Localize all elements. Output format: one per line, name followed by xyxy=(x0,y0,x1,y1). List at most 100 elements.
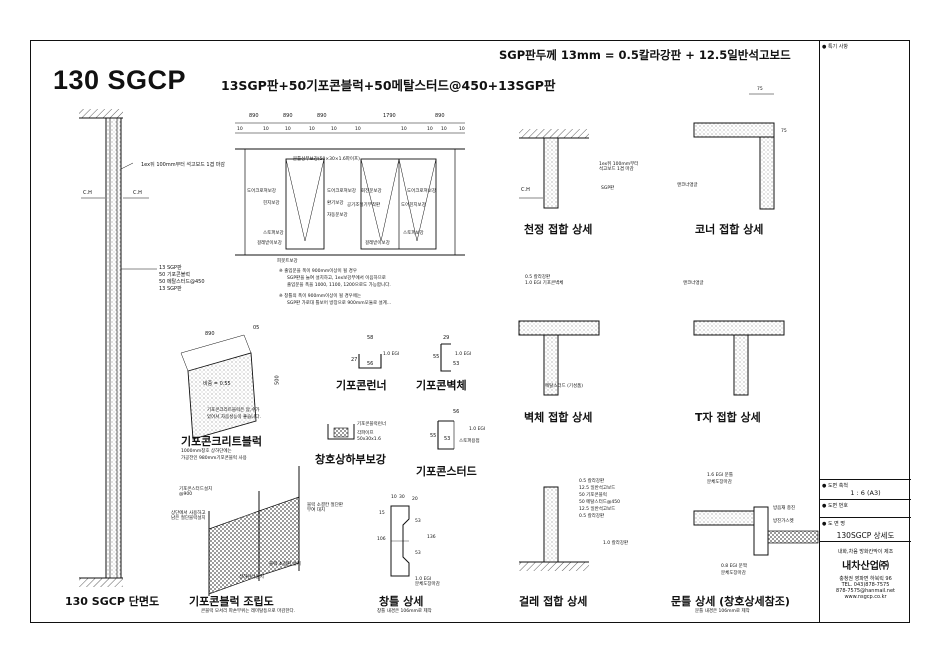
wall-joint-view xyxy=(518,320,600,396)
page-title: 130 SGCP xyxy=(53,65,187,95)
section-view xyxy=(79,109,157,587)
wall-title: 기포콘벽체 xyxy=(416,379,467,392)
stud-title: 기포콘스터드 xyxy=(416,465,477,478)
door-note-5: 0.8 EGI 문짝 xyxy=(721,564,747,569)
elev-sub-3: 10 xyxy=(285,127,291,132)
wf-dim-7: 53 xyxy=(415,551,421,556)
section-layer-2: 50 기포콘블럭 xyxy=(159,272,190,278)
elev-label-2: 도어크로져보강 xyxy=(247,189,276,194)
elev-note-3: 출입문을 폭을 1000, 1100, 1200으로도 가능합니다. xyxy=(287,283,391,288)
winreinf-item-1: 기포콘블럭런너 xyxy=(357,422,386,427)
section-ch-right: C.H xyxy=(133,190,142,196)
tb-special-label: ● 특기 사항 xyxy=(822,44,848,50)
elev-label-12: 걸레받이보강 xyxy=(365,241,390,246)
wf-dim-2: 30 xyxy=(399,495,405,500)
elev-label-8: 스토퍼보강 xyxy=(263,231,284,236)
wall-joint-title: 벽체 접합 상세 xyxy=(524,411,593,424)
elev-label-3: 힌지보강 xyxy=(263,201,280,206)
block-thickness: 05 xyxy=(253,325,260,331)
wj-note-2: 1.0 EGI 기포콘벽체 xyxy=(525,281,564,286)
elev-sub-2: 10 xyxy=(263,127,269,132)
block-height: 500 xyxy=(274,375,281,385)
tee-note: 앤코너앵글 xyxy=(683,281,704,286)
wf-gauge: 1.0 EGI 분체도장마감 xyxy=(415,577,440,588)
drawing-linework xyxy=(79,93,819,596)
page-subtitle: 13SGP판+50기포콘블럭+50메탈스터드@450+13SGP판 xyxy=(221,78,556,93)
runner-w: 58 xyxy=(367,335,374,341)
tb-email: 878-7575@hanmail.net xyxy=(836,588,895,594)
elev-sub-4: 10 xyxy=(309,127,315,132)
elev-label-6: 환기보강 xyxy=(327,201,344,206)
elev-note-2: SGP판을 늘여 설치하고, 1ex보강부에서 이음하므로 xyxy=(287,276,386,281)
tb-scale: ● 도면 축척 1 : 6 (A3) xyxy=(820,479,911,499)
bb-layer-4: 50 메탈스터드@450 xyxy=(579,500,620,505)
wf-title: 창틀 상세 xyxy=(379,595,424,608)
door-note-4: 방진가스켓 xyxy=(773,519,794,524)
wall-inner: 53 xyxy=(453,361,460,367)
tee-joint-view xyxy=(693,320,785,396)
baseboard-title: 걸레 접합 상세 xyxy=(519,595,588,608)
concrete-block xyxy=(180,334,257,440)
elev-label-4: 도어크로져보강 xyxy=(327,189,356,194)
corner-title: 코너 접합 상세 xyxy=(695,223,764,236)
runner-profile xyxy=(358,354,382,369)
tb-company-desc: 내화,차음 방화칸막이 제조 xyxy=(837,549,894,555)
ceiling-title: 천정 접합 상세 xyxy=(524,223,593,236)
section-layer-4: 13 SGP판 xyxy=(159,286,182,292)
corner-dim1: 75 xyxy=(757,87,763,92)
tb-company-name: 내차산업㈜ xyxy=(842,561,889,572)
elev-note-1: ※ 출입문을 폭이 900mm이상이 될 경우 xyxy=(279,269,357,274)
winreinf-item-3: 50x30x1.6 xyxy=(357,437,381,442)
assembly-view xyxy=(208,466,300,596)
wf-dim-5: 106 xyxy=(377,537,386,542)
stud-h: 55 xyxy=(430,433,437,439)
assembly-label-1: 기포콘스터드설치 @900 xyxy=(179,487,213,498)
wall-profile xyxy=(440,343,451,372)
assembly-footnote: 콘블럭 모서리 파손부위는 레미탈등으로 마감한다. xyxy=(201,609,296,614)
spec-line: SGP판두께 13mm = 0.5칼라강판 + 12.5일반석고보드 xyxy=(499,48,791,62)
door-title: 문틀 상세 (창호상세참조) xyxy=(671,595,790,608)
elev-sub-9: 10 xyxy=(441,127,447,132)
window-frame-profile xyxy=(390,505,410,577)
door-frame-view xyxy=(693,506,819,556)
tb-company: 내화,차음 방화칸막이 제조 내차산업㈜ 충청권 영파면 하북릭 96 TEL.… xyxy=(820,541,911,622)
wf-dim-4: 15 xyxy=(379,511,385,516)
bb-bottom: 1.0 칼라강판 xyxy=(603,541,629,546)
tb-name: ● 도 면 명 130SGCP 상세도 xyxy=(820,517,911,541)
ceiling-label2: SGP판 xyxy=(601,186,615,191)
elev-label-14: 공기조절기부착판 xyxy=(347,203,381,208)
elev-label-11: 자동문보강 xyxy=(327,213,348,218)
section-title: 130 SGCP 단면도 xyxy=(65,595,160,608)
elev-sub-7: 10 xyxy=(401,127,407,132)
wall-gauge: 1.0 EGI xyxy=(455,352,472,357)
block-note-1: 기포콘크리트블럭은 압,수가 xyxy=(207,408,260,413)
elev-label-9: 스토퍼보강 xyxy=(403,231,424,236)
tb-scale-label: ● 도면 축척 xyxy=(822,483,848,489)
wj-note-1: 0.5 칼라강판 xyxy=(525,275,551,280)
block-spec: 비중 = 0.55 xyxy=(203,381,231,387)
ceiling-joint-view xyxy=(519,129,589,209)
elev-dim-1: 890 xyxy=(249,113,259,119)
runner-h: 27 xyxy=(351,357,358,363)
tee-title: T자 접합 상세 xyxy=(695,411,761,424)
window-reinforcement xyxy=(327,424,355,440)
elev-note-5: SGP판 가로대 틀보어 방장으로 900mm모듈로 설계... xyxy=(287,301,392,306)
block-note-3: 1000mm창호 상하단에는 xyxy=(181,449,232,454)
stud-note: 스토퍼용접 xyxy=(459,439,480,444)
tb-number: ● 도면 번호 xyxy=(820,499,911,517)
bb-layer-6: 0.5 칼라강판 xyxy=(579,514,605,519)
wf-dim-8: 136 xyxy=(427,535,436,540)
elev-dim-2: 890 xyxy=(283,113,293,119)
tb-special: ● 특기 사항 xyxy=(820,41,911,479)
corner-note: 앤코너앵글 xyxy=(677,183,698,188)
bb-layer-2: 12.5 일반석고보드 xyxy=(579,486,616,491)
tb-address: 충청권 영파면 하북릭 96 xyxy=(839,576,892,582)
assembly-label-4: 블럭 소정판 설치 xyxy=(269,562,301,567)
assembly-label-3: 블럭 소결칸 절단판 부여 대치 xyxy=(307,503,343,514)
elevation-view xyxy=(235,122,465,256)
ceiling-ch: C.H xyxy=(521,187,530,193)
tb-tel: TEL. 043)878-7575 xyxy=(841,582,890,588)
tb-web: www.nsgcp.co.kr xyxy=(844,594,887,600)
corner-joint-view xyxy=(693,93,775,210)
runner-title: 기포콘런너 xyxy=(336,379,387,392)
